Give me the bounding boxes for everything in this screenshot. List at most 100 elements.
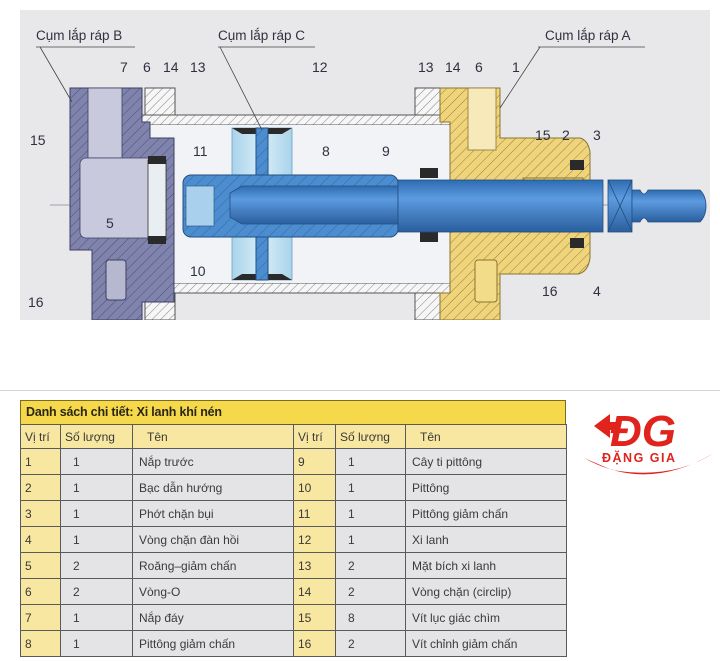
cell-quantity: 2	[60, 552, 133, 579]
cell-name: Vòng-O	[132, 578, 294, 605]
cell-name: Pittông giảm chấn	[132, 630, 294, 657]
callout-a-13: 13	[418, 59, 434, 75]
callout-7: 7	[120, 59, 128, 75]
cell-name: Nắp trước	[132, 448, 294, 475]
logo-brand-text: ĐẶNG GIA	[602, 450, 677, 465]
diagram-svg: Cụm lắp ráp B Cụm lắp ráp C Cụm lắp ráp …	[28, 28, 707, 320]
header-name: Tên	[405, 424, 567, 449]
callout-a-15: 15	[535, 127, 551, 143]
cell-position: 14	[293, 578, 336, 605]
cell-name: Bạc dẫn hướng	[132, 474, 294, 501]
cell-position: 15	[293, 604, 336, 631]
piston-rod	[229, 179, 707, 233]
cell-position: 16	[293, 630, 336, 657]
table-row: 2 1 Bạc dẫn hướng 10 1 Pittông	[20, 474, 567, 501]
cell-quantity: 2	[60, 578, 133, 605]
callout-13: 13	[190, 59, 206, 75]
cell-position: 1	[20, 448, 61, 475]
cell-position: 12	[293, 526, 336, 553]
label-assembly-a: Cụm lắp ráp A	[545, 28, 631, 43]
cell-quantity: 1	[335, 526, 406, 553]
callout-15: 15	[30, 132, 46, 148]
table-row: 7 1 Nắp đáy 15 8 Vít lục giác chìm	[20, 604, 567, 631]
callout-16: 16	[28, 294, 44, 310]
callout-12: 12	[312, 59, 328, 75]
cell-quantity: 1	[335, 448, 406, 475]
header-position: Vị trí	[20, 424, 61, 449]
header-name: Tên	[132, 424, 294, 449]
logo-arrow-icon	[594, 414, 620, 438]
header-position: Vị trí	[293, 424, 336, 449]
cell-quantity: 8	[335, 604, 406, 631]
callout-5: 5	[106, 215, 114, 231]
cell-quantity: 1	[335, 500, 406, 527]
table-row: 1 1 Nắp trước 9 1 Cây ti pittông	[20, 448, 567, 475]
cell-position: 5	[20, 552, 61, 579]
cell-quantity: 1	[60, 500, 133, 527]
cell-name: Vòng chặn đàn hồi	[132, 526, 294, 553]
cell-position: 6	[20, 578, 61, 605]
cell-quantity: 1	[60, 448, 133, 475]
cell-position: 2	[20, 474, 61, 501]
table-row: 8 1 Pittông giảm chấn 16 2 Vít chỉnh giả…	[20, 630, 567, 657]
section-divider	[0, 390, 720, 391]
header-quantity: Số lượng	[335, 424, 406, 449]
parts-list-title: Danh sách chi tiết: Xi lanh khí nén	[20, 400, 566, 424]
cell-name: Vít lục giác chìm	[405, 604, 567, 631]
callout-6: 6	[143, 59, 151, 75]
table-row: 6 2 Vòng-O 14 2 Vòng chặn (circlip)	[20, 578, 567, 605]
cell-position: 10	[293, 474, 336, 501]
parts-table: Vị trí Số lượng Tên Vị trí Số lượng Tên …	[20, 424, 567, 657]
cell-name: Phớt chặn bụi	[132, 500, 294, 527]
cell-quantity: 2	[335, 578, 406, 605]
cell-position: 11	[293, 500, 336, 527]
cell-name: Vòng chặn (circlip)	[405, 578, 567, 605]
callout-a-3: 3	[593, 127, 601, 143]
table-row: 5 2 Roăng–giảm chấn 13 2 Mặt bích xi lan…	[20, 552, 567, 579]
table-row: 4 1 Vòng chặn đàn hồi 12 1 Xi lanh	[20, 526, 567, 553]
parts-list: Danh sách chi tiết: Xi lanh khí nén Vị t…	[20, 400, 567, 657]
cell-quantity: 1	[60, 630, 133, 657]
callout-9: 9	[382, 143, 390, 159]
cell-position: 8	[20, 630, 61, 657]
cell-position: 13	[293, 552, 336, 579]
callout-14: 14	[163, 59, 179, 75]
cylinder-cross-section-diagram: Cụm lắp ráp B Cụm lắp ráp C Cụm lắp ráp …	[20, 10, 710, 320]
callout-11: 11	[193, 143, 208, 159]
cell-quantity: 1	[335, 474, 406, 501]
label-assembly-c: Cụm lắp ráp C	[218, 28, 305, 43]
cell-position: 3	[20, 500, 61, 527]
cell-quantity: 1	[60, 474, 133, 501]
cell-position: 9	[293, 448, 336, 475]
diagram-labels: Cụm lắp ráp B Cụm lắp ráp C Cụm lắp ráp …	[28, 28, 645, 310]
callout-a-14: 14	[445, 59, 461, 75]
dang-gia-logo: ĐG ĐẶNG GIA	[572, 398, 720, 488]
table-header-row: Vị trí Số lượng Tên Vị trí Số lượng Tên	[20, 424, 567, 449]
cell-quantity: 1	[60, 604, 133, 631]
cell-quantity: 2	[335, 630, 406, 657]
cell-name: Pittông giảm chấn	[405, 500, 567, 527]
callout-a-1: 1	[512, 59, 520, 75]
callout-a-16: 16	[542, 283, 558, 299]
cell-name: Roăng–giảm chấn	[132, 552, 294, 579]
header-quantity: Số lượng	[60, 424, 133, 449]
label-assembly-b: Cụm lắp ráp B	[36, 28, 122, 43]
cell-name: Cây ti pittông	[405, 448, 567, 475]
end-cap-assembly-b	[69, 87, 175, 320]
logo-mark: ĐG ĐẶNG GIA	[584, 407, 714, 475]
callout-a-6: 6	[475, 59, 483, 75]
callout-a-4: 4	[593, 283, 601, 299]
cell-position: 4	[20, 526, 61, 553]
table-row: 3 1 Phớt chặn bụi 11 1 Pittông giảm chấn	[20, 500, 567, 527]
cell-name: Vít chỉnh giảm chấn	[405, 630, 567, 657]
callout-8: 8	[322, 143, 330, 159]
logo-mark-text: ĐG	[610, 407, 676, 456]
cell-name: Pittông	[405, 474, 567, 501]
cell-position: 7	[20, 604, 61, 631]
cell-name: Nắp đáy	[132, 604, 294, 631]
callout-a-2: 2	[562, 127, 570, 143]
cell-quantity: 1	[60, 526, 133, 553]
cell-name: Mặt bích xi lanh	[405, 552, 567, 579]
cell-quantity: 2	[335, 552, 406, 579]
callout-10: 10	[190, 263, 206, 279]
